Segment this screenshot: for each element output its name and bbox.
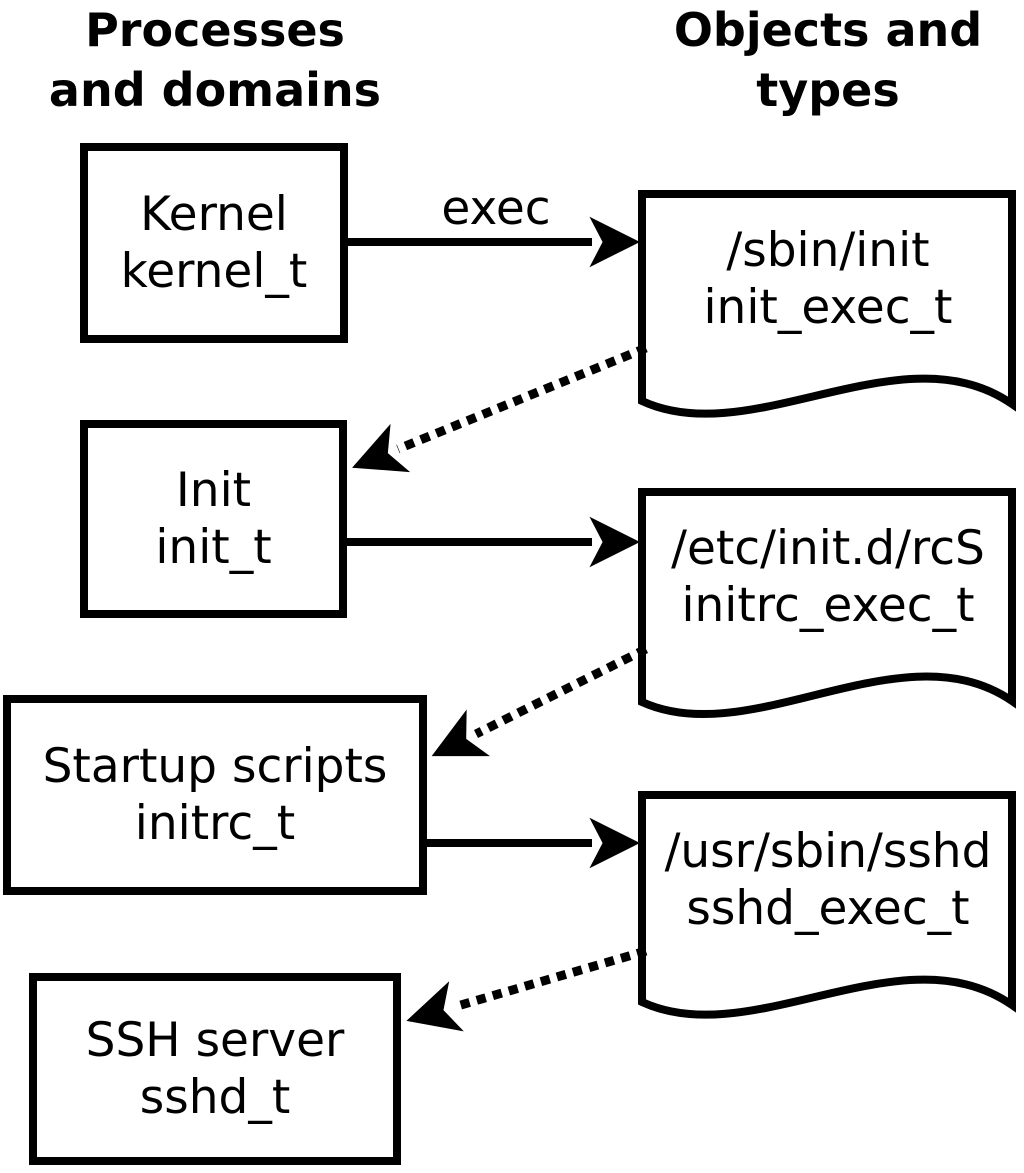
column-header-objects: Objects and types [613, 0, 1024, 120]
process-box-kernel: Kernel kernel_t [80, 143, 348, 343]
object-label-etc-initd-rcs: /etc/init.d/rcS initrc_exec_t [642, 520, 1014, 634]
process-label: Init [175, 463, 252, 518]
domain-label: kernel_t [120, 244, 308, 299]
domain-label: initrc_t [134, 796, 296, 851]
column-header-processes-line1: Processes [85, 3, 345, 57]
process-box-ssh-server: SSH server sshd_t [29, 973, 401, 1165]
column-header-processes-line2: and domains [48, 63, 382, 117]
object-type: init_exec_t [703, 280, 953, 335]
process-box-startup-scripts: Startup scripts initrc_t [3, 695, 427, 895]
process-box-init: Init init_t [80, 420, 347, 618]
document-shape-etc-initd-rcs [638, 488, 1016, 719]
object-type: sshd_exec_t [686, 881, 970, 936]
object-label-usr-sbin-sshd: /usr/sbin/sshd sshd_exec_t [642, 823, 1014, 937]
object-label-sbin-init: /sbin/init init_exec_t [642, 222, 1014, 336]
transition-arrow-sbin-init-to-init [352, 343, 648, 473]
object-path: /etc/init.d/rcS [671, 521, 985, 576]
object-path: /usr/sbin/sshd [664, 824, 992, 879]
object-path: /sbin/init [726, 223, 930, 278]
exec-edge-label: exec [441, 181, 551, 236]
transition-arrow-etc-initd-rcs-to-startup [431, 644, 649, 757]
transition-arrow-usr-sbin-sshd-to-ssh-server [406, 946, 648, 1032]
column-header-processes: Processes and domains [0, 0, 430, 120]
process-label: SSH server [85, 1013, 345, 1068]
process-label: Kernel [140, 187, 288, 242]
document-shape-sbin-init [638, 190, 1016, 418]
process-label: Startup scripts [42, 739, 388, 794]
domain-label: init_t [155, 520, 272, 575]
object-type: initrc_exec_t [681, 578, 975, 633]
column-header-objects-line1: Objects and [673, 3, 983, 57]
domain-label: sshd_t [139, 1070, 291, 1125]
document-shape-usr-sbin-sshd [638, 791, 1016, 1019]
column-header-objects-line2: types [756, 63, 900, 117]
